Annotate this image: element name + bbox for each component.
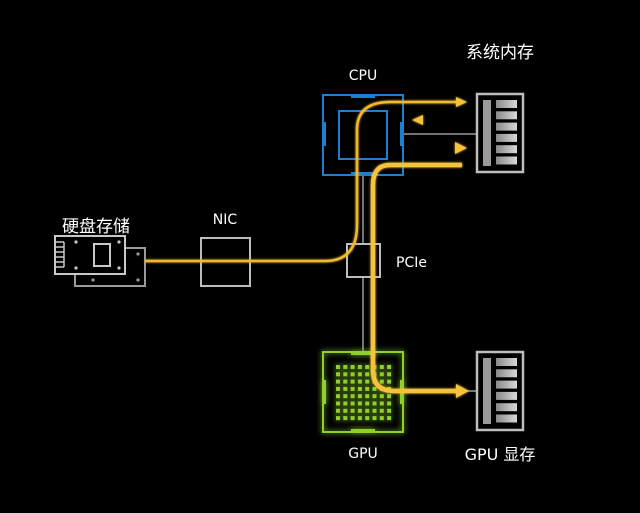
gpu-core [357, 386, 362, 391]
gpu-core [372, 401, 377, 406]
gpu-core [357, 372, 362, 377]
memory-cell [496, 111, 517, 120]
gpu-core [357, 401, 362, 406]
gpu-core [387, 401, 392, 406]
gpu-core [387, 394, 392, 399]
arrowhead-to-cpu [412, 115, 423, 125]
gpu-core [357, 416, 362, 421]
gpu-core [379, 365, 384, 369]
gpu-core [372, 408, 377, 413]
gpu-core [372, 394, 377, 399]
arrowhead-to-sysmem-top [456, 97, 467, 107]
gpu-core [357, 379, 362, 384]
gpu-core [379, 416, 384, 421]
gpu-core [336, 386, 340, 391]
gpu-label: GPU [348, 446, 378, 462]
gpu-core [350, 394, 355, 399]
nic-label: NIC [213, 212, 238, 228]
gpu-core [343, 365, 348, 369]
gpu-core [350, 408, 355, 413]
gpu-core [343, 379, 348, 384]
gpu-core [387, 372, 392, 377]
gpu-core [350, 372, 355, 377]
storage-label: 硬盘存储 [62, 217, 130, 237]
pcie-label: PCIe [396, 255, 427, 271]
memory-cell [496, 145, 517, 154]
gpu-core [350, 379, 355, 384]
gpu-core [365, 416, 370, 421]
gpu-core [357, 408, 362, 413]
gpu-core [372, 416, 377, 421]
gpu-core [343, 408, 348, 413]
gpu-core [336, 401, 340, 406]
memory-cell [496, 156, 517, 165]
gpu-core [350, 416, 355, 421]
gpu-core [357, 365, 362, 369]
memory-spine [483, 358, 491, 424]
memory-cell [496, 391, 517, 400]
gpu-core [379, 372, 384, 377]
path-sysmem-to-gpumem [370, 162, 462, 394]
gpu-core [365, 401, 370, 406]
gpu-core [379, 401, 384, 406]
gpu-core [343, 401, 348, 406]
memory-cell [496, 380, 517, 389]
cpu-label: CPU [349, 68, 377, 84]
gpu-core [365, 386, 370, 391]
gpu-core [379, 394, 384, 399]
gpu-memory-label: GPU 显存 [465, 445, 536, 464]
system-memory-icon[interactable] [475, 92, 525, 174]
memory-cell [496, 133, 517, 142]
gpu-core [387, 408, 392, 413]
arrowhead-to-sysmem-bottom [455, 142, 467, 154]
gpu-core [387, 365, 392, 369]
system-memory-label: 系统内存 [466, 43, 534, 63]
gpu-core [379, 408, 384, 413]
gpu-core [387, 416, 392, 421]
gpu-core [336, 372, 340, 377]
gpu-core [365, 408, 370, 413]
gpu-core [350, 365, 355, 369]
gpu-core [379, 379, 384, 384]
gpu-core [336, 408, 340, 413]
gpu-core [365, 372, 370, 377]
gpu-core [365, 365, 370, 369]
gpu-core [365, 394, 370, 399]
memory-spine [483, 100, 491, 166]
gpu-core [365, 379, 370, 384]
gpu-core [343, 386, 348, 391]
data-paths [145, 97, 469, 398]
gpu-core [343, 416, 348, 421]
gpu-core [343, 372, 348, 377]
gpu-core [336, 379, 340, 384]
memory-cell [496, 100, 517, 108]
storage-icon[interactable] [54, 235, 146, 287]
memory-cell [496, 414, 517, 423]
gpu-core [350, 401, 355, 406]
gpu-core [336, 365, 340, 369]
memory-cell [496, 369, 517, 378]
gpu-core [357, 394, 362, 399]
arrowhead-to-gpumem [456, 384, 469, 398]
memory-cell [496, 122, 517, 131]
gpu-core [372, 386, 377, 391]
gpu-memory-icon[interactable] [475, 350, 525, 432]
memory-cell [496, 403, 517, 412]
gpu-core [350, 386, 355, 391]
gpu-core [336, 394, 340, 399]
memory-cell [496, 358, 517, 366]
gpu-core [387, 379, 392, 384]
gpu-core [343, 394, 348, 399]
path-storage-to-sysmem [145, 100, 458, 263]
gpu-core [336, 416, 340, 421]
